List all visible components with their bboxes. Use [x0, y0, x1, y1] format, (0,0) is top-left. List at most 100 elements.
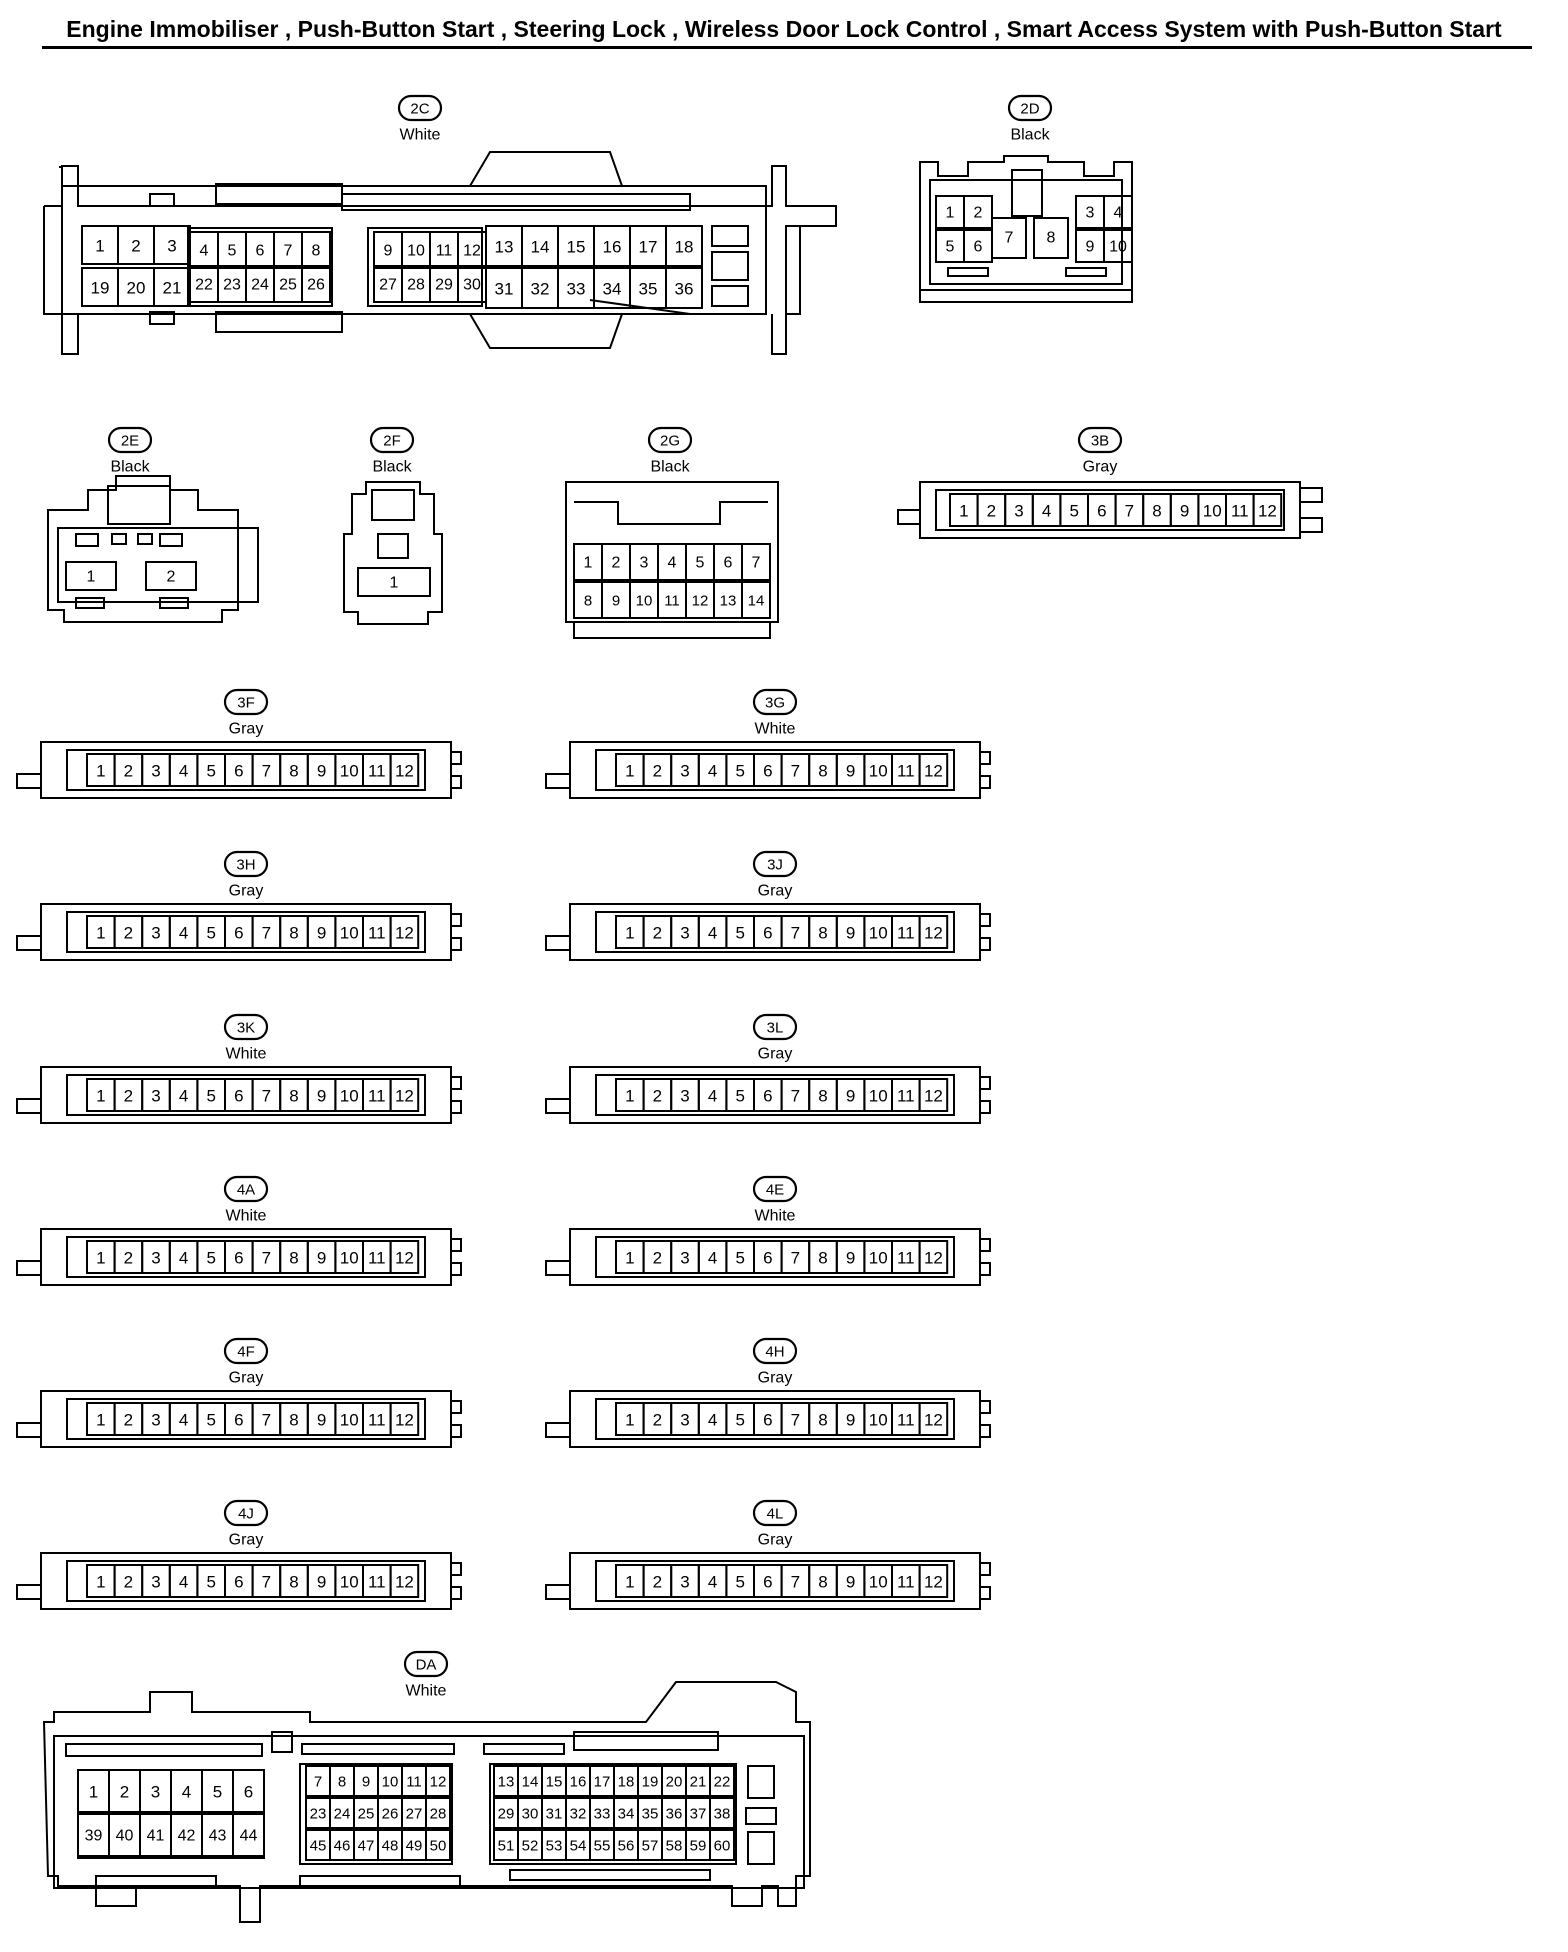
connector-code: 3F: [237, 695, 255, 712]
locking-tab-right: [451, 1400, 462, 1438]
pin-number: 3: [151, 1087, 160, 1106]
pin-number: 16: [603, 238, 622, 257]
pin-number: 5: [735, 1249, 744, 1268]
connector-color: White: [400, 127, 441, 144]
pin-number: 38: [714, 1806, 731, 1823]
pin-number: 8: [338, 1774, 346, 1791]
pin-number: 3: [680, 1249, 689, 1268]
pin-number: 4: [668, 555, 677, 572]
rib: [149, 311, 175, 325]
rib: [159, 533, 183, 547]
pin-number: 10: [340, 1573, 359, 1592]
pin-number: 55: [594, 1838, 611, 1855]
pin-number: 15: [546, 1774, 563, 1791]
locking-tab-left: [545, 1422, 571, 1438]
pin-number: 4: [708, 924, 717, 943]
top-latch: [469, 151, 623, 187]
pin-number: 6: [244, 1783, 253, 1802]
connector-color: White: [226, 1046, 267, 1063]
pin-number: 7: [262, 1249, 271, 1268]
rib: [947, 267, 989, 277]
pin-number: 2: [653, 1411, 662, 1430]
pin-number: 10: [340, 1249, 359, 1268]
pin-cell: [709, 1829, 735, 1861]
empty-cavity: [711, 251, 749, 281]
pin-number: 2: [653, 1087, 662, 1106]
pin-number: 3: [167, 237, 176, 256]
pin-number: 53: [546, 1838, 563, 1855]
pin-number: 2: [124, 1573, 133, 1592]
pin-number: 12: [692, 593, 709, 610]
pin-number: 6: [763, 924, 772, 943]
pin-number: 4: [179, 1087, 188, 1106]
housing-outline: [47, 475, 239, 623]
pin-number: 4: [708, 1411, 717, 1430]
pin-number: 5: [735, 1087, 744, 1106]
pin-number: 11: [1231, 502, 1249, 521]
rib: [299, 1875, 461, 1887]
pin-number: 18: [675, 238, 694, 257]
pin-number: 42: [178, 1828, 196, 1845]
pin-number: 40: [116, 1828, 134, 1845]
pin-number: 6: [763, 1087, 772, 1106]
pin-number: 3: [1014, 502, 1023, 521]
locking-tab-right: [451, 1076, 462, 1114]
pin-cell: [389, 753, 420, 787]
pin-number: 6: [724, 555, 733, 572]
locking-tab-left: [545, 1098, 571, 1114]
pin-number: 9: [317, 1573, 326, 1592]
pin-cell: [1252, 493, 1283, 527]
pin-number: 4: [708, 1573, 717, 1592]
housing-outline: [569, 1228, 981, 1286]
locking-tab-right: [980, 1400, 991, 1438]
pin-number: 13: [495, 238, 514, 257]
locking-tab-left: [16, 1260, 42, 1276]
pin-number: 5: [228, 243, 237, 260]
housing-base: [919, 290, 1133, 303]
housing-inner: [57, 527, 259, 603]
pin-number: 54: [570, 1838, 587, 1855]
connector-color: Gray: [1083, 459, 1118, 476]
connector-color: Gray: [229, 883, 264, 900]
terminal-frame: [595, 749, 955, 791]
pin-number: 11: [368, 1249, 386, 1268]
housing-outline: [40, 1390, 452, 1448]
locking-tab-left: [16, 773, 42, 789]
pin-number: 7: [791, 762, 800, 781]
pin-number: 12: [924, 1087, 943, 1106]
connector-code: 3G: [765, 695, 785, 712]
pin-number: 5: [206, 762, 215, 781]
pin-number: 4: [708, 1249, 717, 1268]
pin-number: 8: [289, 924, 298, 943]
pin-number: 1: [87, 569, 96, 586]
terminal-frame: [66, 749, 426, 791]
housing-outline: [40, 903, 452, 961]
connector-code-badge: [223, 1175, 269, 1203]
pin-number: 11: [368, 924, 386, 943]
locking-tab-right: [451, 751, 462, 789]
pin-number: 11: [406, 1774, 422, 1791]
pin-number: 7: [791, 924, 800, 943]
pin-number: 12: [924, 1573, 943, 1592]
pin-number: 10: [340, 1411, 359, 1430]
rib: [509, 1869, 711, 1881]
pin-number: 3: [151, 762, 160, 781]
pin-number: 8: [818, 1087, 827, 1106]
pin-number: 11: [897, 1249, 915, 1268]
latch: [371, 489, 415, 521]
pin-number: 41: [147, 1828, 165, 1845]
connector-code: 4H: [765, 1344, 784, 1361]
connector-color: Black: [1010, 127, 1050, 144]
pin-number: 46: [334, 1838, 351, 1855]
locking-tab-left: [897, 509, 921, 525]
pin-number: 1: [95, 237, 104, 256]
pin-number: 58: [666, 1838, 683, 1855]
pin-number: 6: [1097, 502, 1106, 521]
pin-number: 3: [680, 1087, 689, 1106]
pin-number: 1: [625, 1249, 634, 1268]
locking-tab-left: [16, 1098, 42, 1114]
housing-outline: [40, 741, 452, 799]
connector-code: 2F: [383, 433, 401, 450]
terminal-frame: [595, 911, 955, 953]
pin-number: 2: [124, 924, 133, 943]
